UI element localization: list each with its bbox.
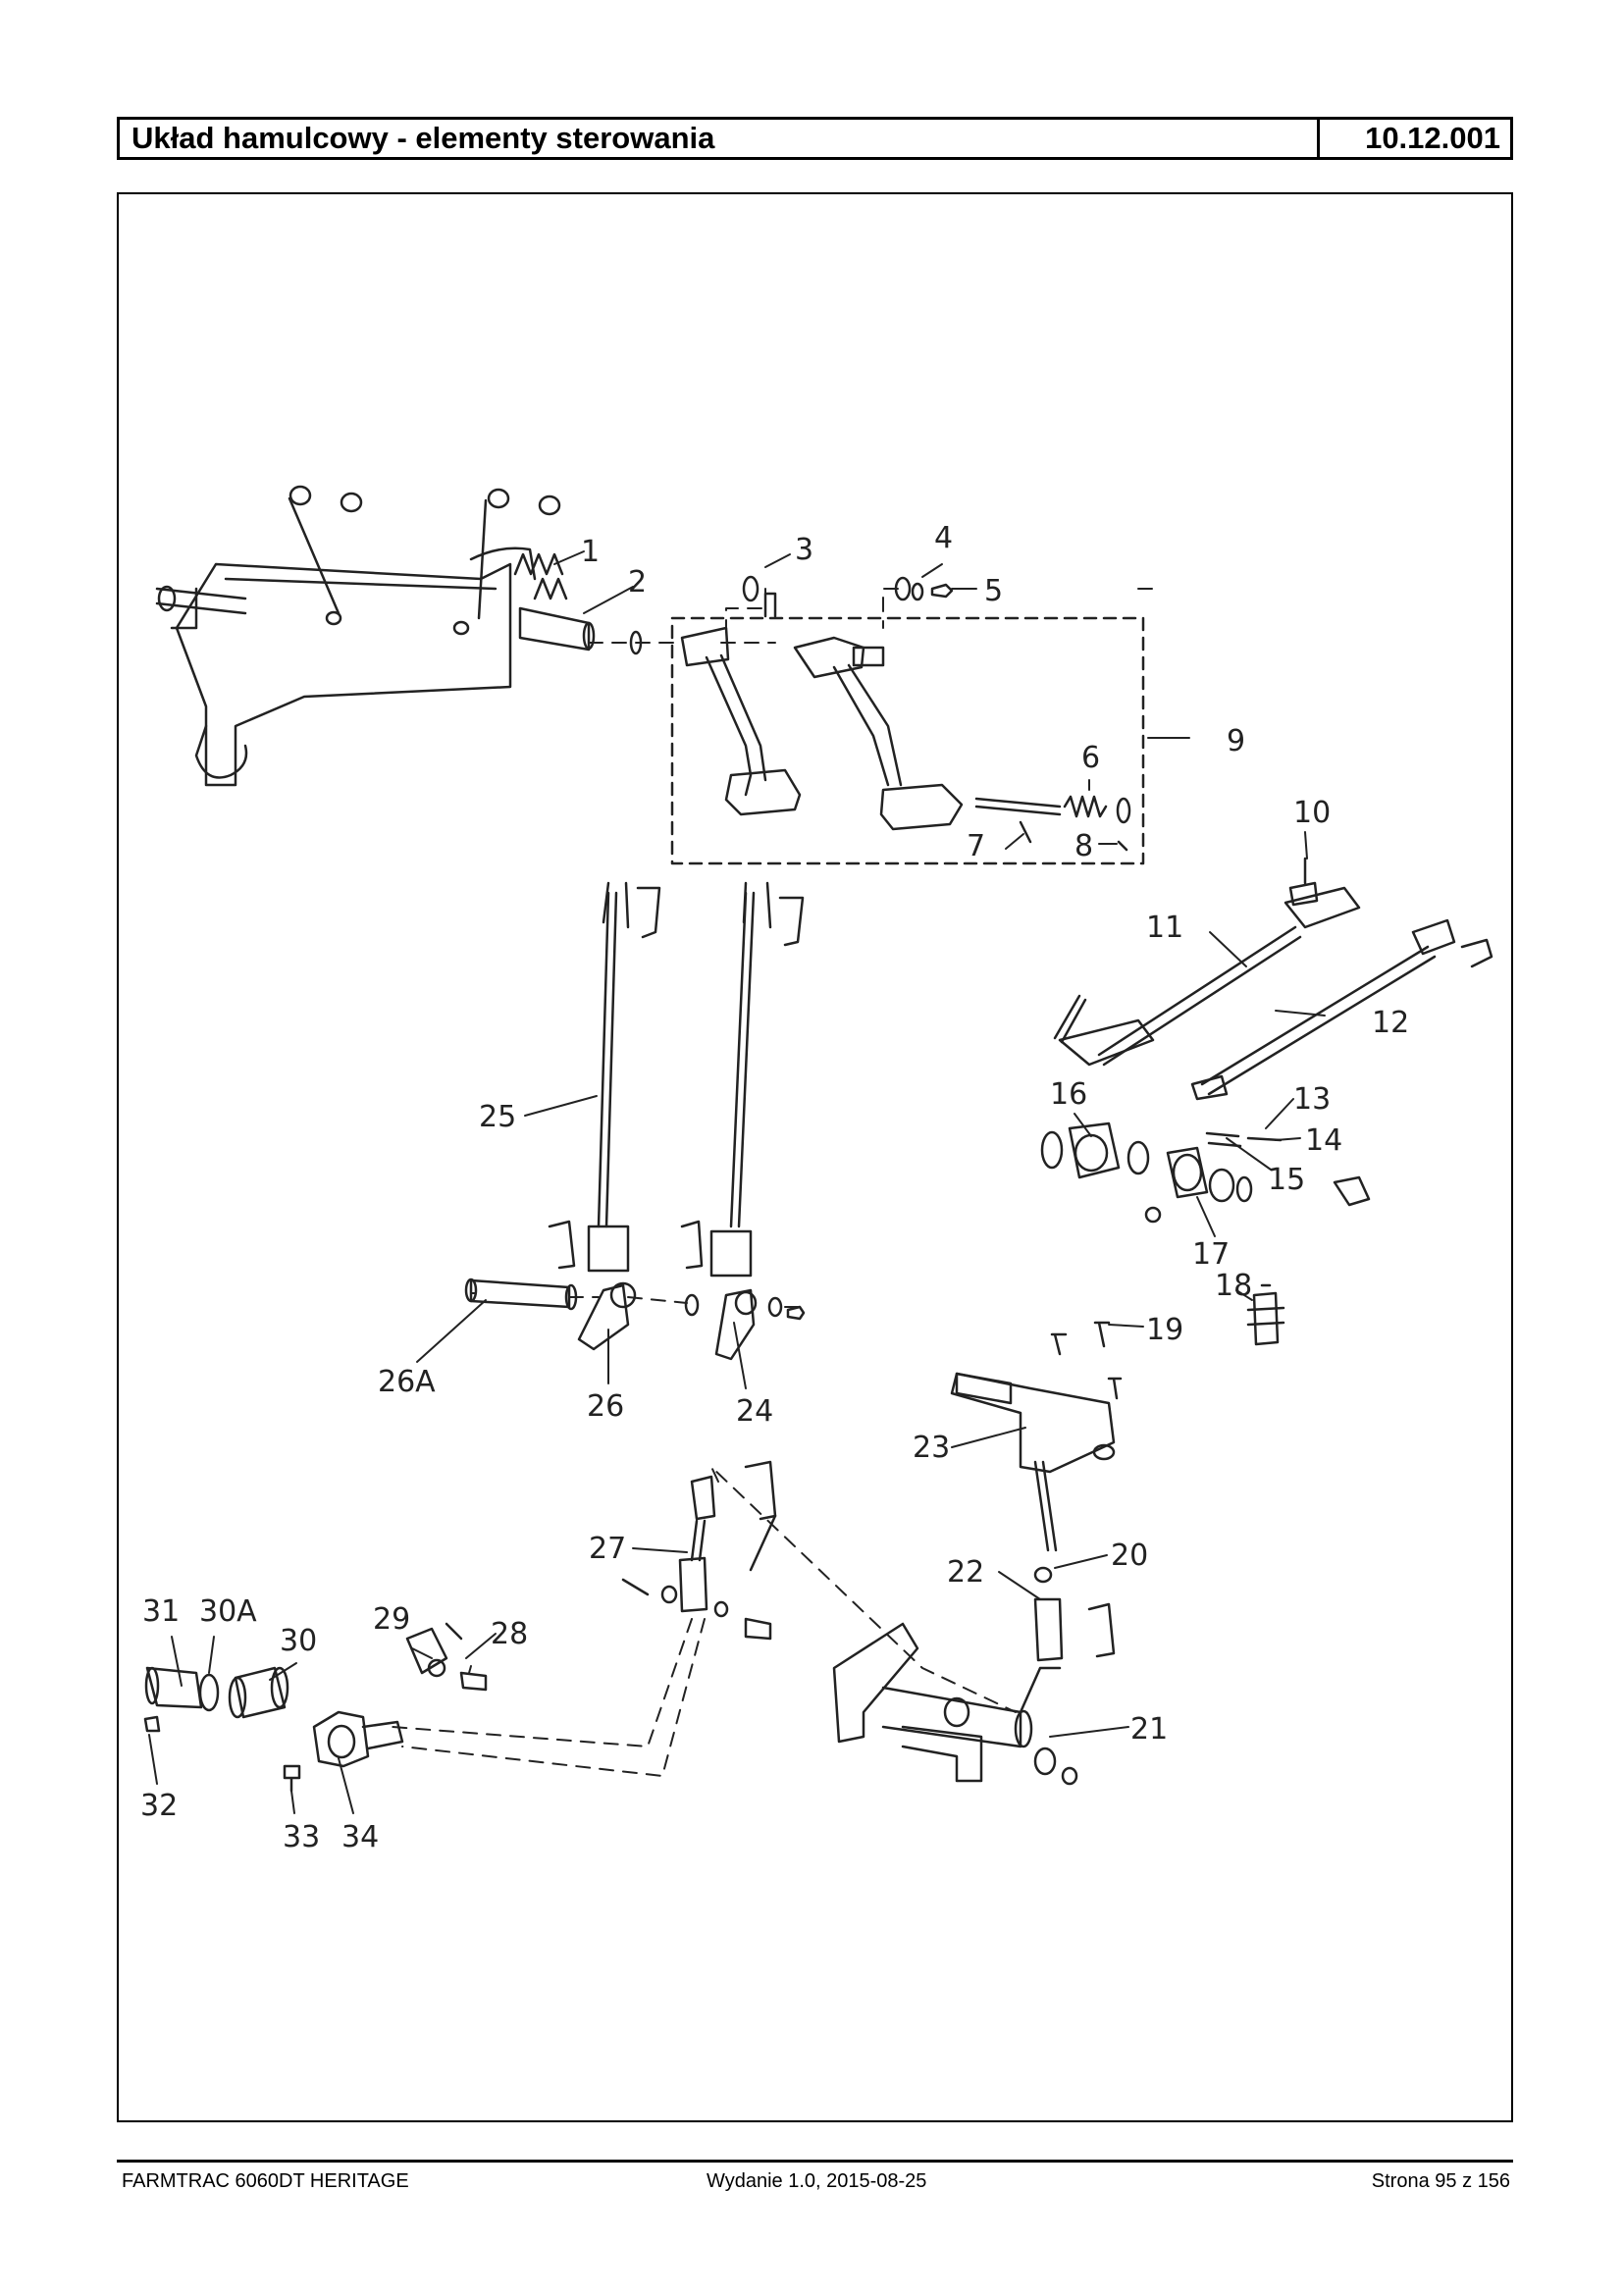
- page-header: Układ hamulcowy - elementy sterowania 10…: [117, 117, 1513, 160]
- pedal-support-bracket: [155, 485, 561, 787]
- ring-30A: [198, 1673, 220, 1712]
- part-29: [405, 1622, 463, 1678]
- brake-rod-left: [548, 881, 661, 1273]
- cross-shaft: [518, 606, 643, 655]
- callout-23: 23: [913, 1431, 950, 1465]
- footer-model: FARMTRAC 6060DT HERITAGE: [122, 2170, 409, 2192]
- callout-labels: 1 2 3 4 5 6 7 8 9 10 11 12 13 14 15 16 1…: [140, 521, 1409, 1854]
- nut-5: [930, 583, 954, 599]
- callout-27: 27: [589, 1532, 626, 1566]
- callout-18: 18: [1215, 1269, 1252, 1303]
- callout-1: 1: [581, 535, 600, 569]
- section-code: 10.12.001: [1365, 121, 1500, 155]
- callout-32: 32: [140, 1789, 178, 1823]
- callout-19: 19: [1146, 1313, 1183, 1347]
- leader-lines: [148, 550, 1326, 1814]
- callout-28: 28: [491, 1617, 528, 1651]
- washer-3: [742, 575, 760, 602]
- handbrake-support: [832, 1622, 1078, 1786]
- brake-pedal-assembly: [670, 592, 1145, 865]
- callout-7: 7: [967, 829, 985, 863]
- callout-33: 33: [283, 1820, 320, 1854]
- rod-11: [1053, 886, 1361, 1067]
- callout-31: 31: [142, 1594, 180, 1629]
- callout-2: 2: [628, 565, 647, 600]
- callout-26A: 26A: [378, 1365, 436, 1399]
- callout-29: 29: [373, 1602, 410, 1637]
- callout-20: 20: [1111, 1539, 1148, 1573]
- part-28: [459, 1671, 488, 1692]
- assembly-lines: [392, 588, 1154, 1777]
- callout-14: 14: [1305, 1123, 1342, 1158]
- linkage-27: [621, 1460, 777, 1641]
- callout-5: 5: [984, 574, 1003, 608]
- bolt-33: [283, 1764, 301, 1793]
- callout-6: 6: [1081, 741, 1100, 775]
- callout-26: 26: [587, 1389, 624, 1424]
- callout-11: 11: [1146, 911, 1183, 945]
- callout-3: 3: [795, 533, 813, 567]
- callout-9: 9: [1227, 724, 1245, 758]
- callout-21: 21: [1130, 1712, 1168, 1747]
- callout-30A: 30A: [199, 1594, 257, 1629]
- callout-13: 13: [1293, 1082, 1331, 1117]
- part-32: [143, 1715, 161, 1733]
- callout-16: 16: [1050, 1077, 1087, 1112]
- callout-24: 24: [736, 1394, 773, 1429]
- shaft-26A: [464, 1278, 578, 1311]
- valve-16: [1040, 1121, 1150, 1179]
- callout-10: 10: [1293, 796, 1331, 830]
- callout-30: 30: [280, 1624, 317, 1658]
- callout-17: 17: [1192, 1237, 1230, 1272]
- callout-12: 12: [1372, 1006, 1409, 1040]
- diagram-frame: [117, 192, 1513, 2122]
- footer-edition: Wydanie 1.0, 2015-08-25: [707, 2170, 927, 2192]
- callout-34: 34: [341, 1820, 379, 1854]
- washer-4: [894, 576, 924, 601]
- callout-25: 25: [479, 1100, 516, 1134]
- return-spring: [513, 552, 568, 600]
- lever-34: [312, 1710, 404, 1768]
- bolts-19: [1050, 1321, 1123, 1400]
- page-title: Układ hamulcowy - elementy sterowania: [120, 120, 1320, 157]
- callout-15: 15: [1268, 1163, 1305, 1197]
- callout-22: 22: [947, 1555, 984, 1590]
- callout-4: 4: [934, 521, 953, 555]
- handbrake-lever: [950, 1372, 1116, 1552]
- valve-18: [1246, 1283, 1285, 1346]
- valve-17: [1144, 1146, 1253, 1224]
- yoke-22: [1033, 1566, 1116, 1662]
- bushing-30: [228, 1666, 289, 1719]
- yoke-10: [1288, 857, 1319, 907]
- part-31: [144, 1666, 203, 1709]
- brake-rod-right: [680, 881, 805, 1278]
- callout-8: 8: [1074, 829, 1093, 863]
- footer-page-number: Strona 95 z 156: [1371, 2170, 1510, 2192]
- lever-26: [577, 1281, 637, 1351]
- footer-rule: [117, 2160, 1513, 2163]
- rod-12: [1190, 918, 1493, 1101]
- lever-24: [684, 1288, 806, 1361]
